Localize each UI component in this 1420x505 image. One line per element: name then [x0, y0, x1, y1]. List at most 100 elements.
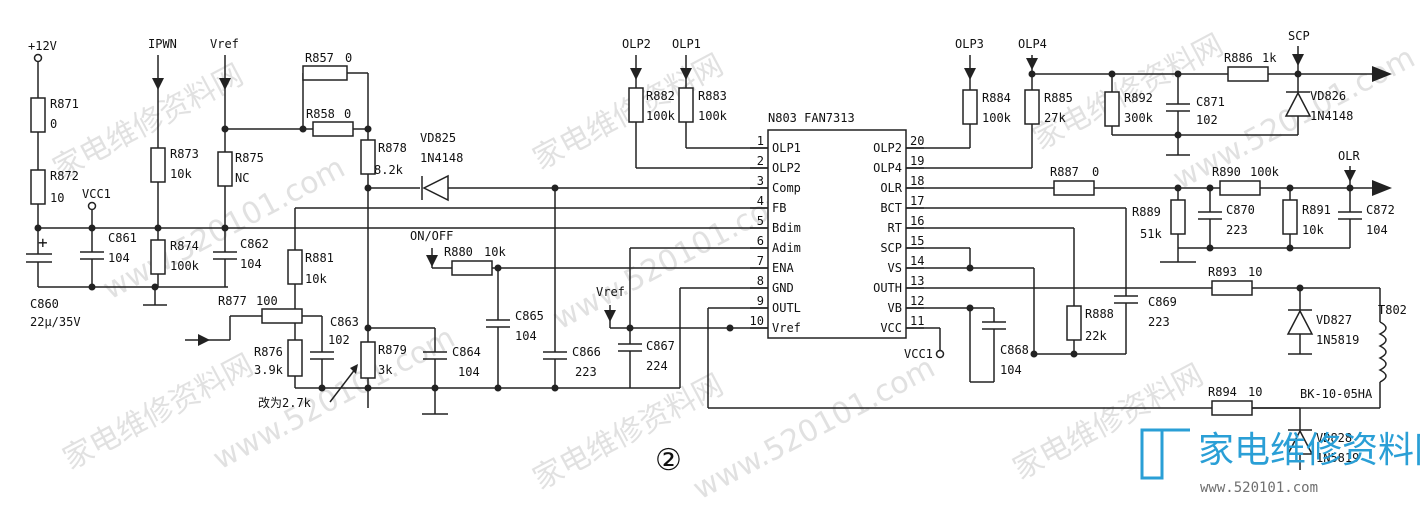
r875-ref: R875 — [235, 151, 264, 165]
resistor-r887 — [1053, 180, 1095, 196]
ic-pin-name: RT — [888, 221, 902, 235]
ic-pin-number: 13 — [910, 274, 924, 288]
c871-val: 102 — [1196, 113, 1218, 127]
resistor-r873 — [150, 147, 166, 183]
arrow-down-icon — [1026, 58, 1038, 70]
r877-val: 100 — [256, 294, 278, 308]
arrow-down-icon — [964, 68, 976, 80]
ic-pin-name: SCP — [880, 241, 902, 255]
resistor-r874 — [150, 239, 166, 275]
r858-val: 0 — [344, 107, 351, 121]
arrow-right-icon — [1372, 180, 1392, 196]
r885-ref: R885 — [1044, 91, 1073, 105]
arrow-down-icon — [219, 78, 231, 90]
ic-pin-number: 11 — [910, 314, 924, 328]
r892-val: 300k — [1124, 111, 1154, 125]
r881-ref: R881 — [305, 251, 334, 265]
r886-ref: R886 — [1224, 51, 1253, 65]
resistor-r893 — [1211, 280, 1253, 296]
ic-pin-number: 17 — [910, 194, 924, 208]
r894-val: 10 — [1248, 385, 1262, 399]
ic-pin-number: 12 — [910, 294, 924, 308]
c860-ref: C860 — [30, 297, 59, 311]
c866-val: 223 — [575, 365, 597, 379]
r874-ref: R874 — [170, 239, 199, 253]
resistor-r872 — [30, 169, 46, 205]
c868-val: 104 — [1000, 363, 1022, 377]
r874-val: 100k — [170, 259, 200, 273]
logo-url: www.520101.com — [1200, 480, 1318, 496]
r878-val: 8.2k — [374, 163, 404, 177]
net-label-onoff: ON/OFF — [410, 229, 453, 243]
c863-ref: C863 — [330, 315, 359, 329]
r893-val: 10 — [1248, 265, 1262, 279]
arrow-down-icon — [604, 310, 616, 322]
resistor-r888 — [1066, 305, 1082, 341]
r890-val: 100k — [1250, 165, 1280, 179]
c870-ref: C870 — [1226, 203, 1255, 217]
ic-pin-name: VB — [888, 301, 902, 315]
site-logo: 家电维修资料网 www.520101.com — [1140, 428, 1420, 496]
c870-val: 223 — [1226, 223, 1248, 237]
r879-val: 3k — [378, 363, 393, 377]
resistor-r890 — [1219, 180, 1261, 196]
r871-val: 0 — [50, 117, 57, 131]
c872-val: 104 — [1366, 223, 1388, 237]
vd826-val: 1N4148 — [1310, 109, 1353, 123]
c867-ref: C867 — [646, 339, 675, 353]
c867-val: 224 — [646, 359, 668, 373]
resistor-r857 — [302, 65, 348, 81]
vd827-ref: VD827 — [1316, 313, 1352, 327]
ic-pin-number: 6 — [757, 234, 764, 248]
r871-ref: R871 — [50, 97, 79, 111]
resistor-r879 — [360, 341, 376, 379]
ic-pin-number: 1 — [757, 134, 764, 148]
resistor-r875 — [217, 151, 233, 187]
ic-pin-number: 9 — [757, 294, 764, 308]
ic-title: N803 FAN7313 — [768, 111, 855, 125]
c861-ref: C861 — [108, 231, 137, 245]
r888-ref: R888 — [1085, 307, 1114, 321]
ic-pin-name: BCT — [880, 201, 902, 215]
r889-val: 51k — [1140, 227, 1162, 241]
net-label-olp4: OLP4 — [1018, 37, 1047, 51]
net-label-12v: +12V — [28, 39, 57, 53]
transformer-t802 — [1378, 321, 1387, 383]
r894-ref: R894 — [1208, 385, 1237, 399]
r886-val: 1k — [1262, 51, 1277, 65]
ic-pin-name: OLP1 — [772, 141, 801, 155]
resistor-r889 — [1170, 199, 1186, 235]
net-label-olr: OLR — [1338, 149, 1360, 163]
figure-number: ② — [655, 443, 682, 478]
vd825-val: 1N4148 — [420, 151, 463, 165]
ic-pin-number: 10 — [750, 314, 764, 328]
ic-pin-number: 5 — [757, 214, 764, 228]
ic-pin-number: 15 — [910, 234, 924, 248]
arrow-icon — [350, 364, 358, 374]
watermark-url: www.520101.com — [687, 350, 941, 505]
r876-val: 3.9k — [254, 363, 284, 377]
net-label-vcc1-b: VCC1 — [904, 347, 933, 361]
c863-val: 102 — [328, 333, 350, 347]
arrow-down-icon — [152, 78, 164, 90]
r875-val: NC — [235, 171, 249, 185]
net-label-olp2: OLP2 — [622, 37, 651, 51]
r884-val: 100k — [982, 111, 1012, 125]
arrow-down-icon — [1344, 170, 1356, 182]
resistor-r871 — [30, 97, 46, 133]
diode-vd827 — [1286, 309, 1314, 335]
c872-ref: C872 — [1366, 203, 1395, 217]
resistor-r858 — [312, 121, 354, 137]
ic-pin-name: Vref — [772, 321, 801, 335]
r883-ref: R883 — [698, 89, 727, 103]
resistor-r882 — [628, 87, 644, 123]
vd828-val: 1N5819 — [1316, 451, 1359, 465]
c862-val: 104 — [240, 257, 262, 271]
resistor-r883 — [678, 87, 694, 123]
ic-pin-number: 4 — [757, 194, 764, 208]
ic-pin-name: VS — [888, 261, 902, 275]
r857-val: 0 — [345, 51, 352, 65]
ic-pin-name: OLP2 — [772, 161, 801, 175]
r872-ref: R872 — [50, 169, 79, 183]
